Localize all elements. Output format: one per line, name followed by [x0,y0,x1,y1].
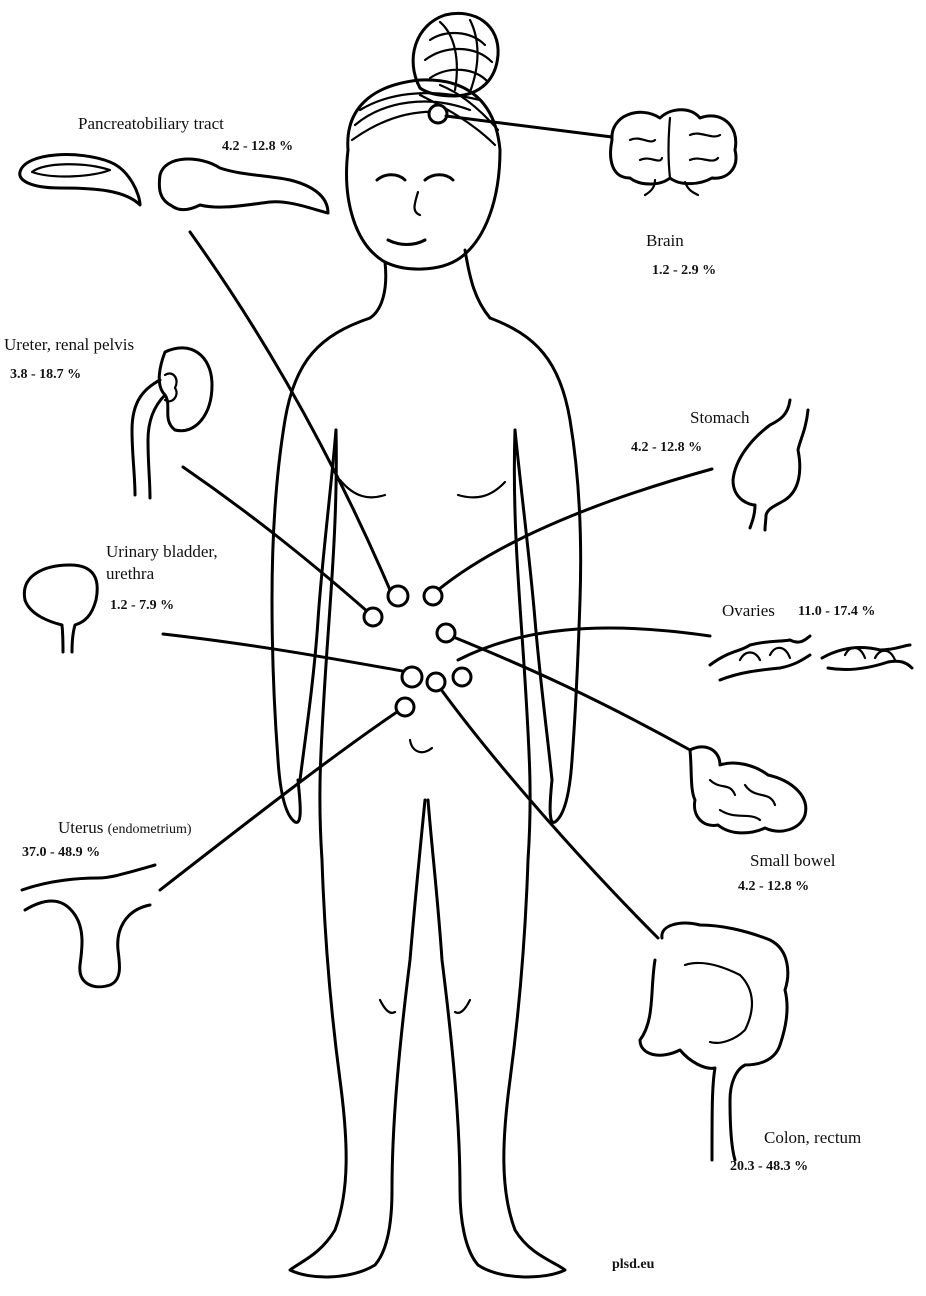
ureter-marker [364,608,382,626]
bladder-sketch [24,565,97,652]
colon-range: 20.3 - 48.3 % [730,1158,808,1176]
colon-sketch [640,923,788,1160]
leader-small-bowel [446,634,690,750]
colon-marker [427,673,445,691]
ovaries-marker [453,668,471,686]
uterus-label-suffix: (endometrium) [108,822,192,837]
leader-stomach [438,469,712,590]
uterus-marker [396,698,414,716]
kidney-sketch [132,348,212,498]
uterus-range: 37.0 - 48.9 % [22,844,100,862]
brain-label: Brain [646,231,684,251]
ovaries-label: Ovaries [722,601,775,621]
source-credit: plsd.eu [612,1256,654,1274]
uterus-label: Uterus (endometrium) [58,818,192,840]
brain-sketch [611,110,736,195]
ureter-label: Ureter, renal pelvis [4,335,134,355]
ovaries-sketch [710,636,912,680]
bladder-range: 1.2 - 7.9 % [110,597,174,615]
brain-range: 1.2 - 2.9 % [652,262,716,280]
organ-markers [364,586,471,716]
leader-pancreatobiliary [190,232,390,590]
colon-label: Colon, rectum [764,1128,861,1148]
stomach-marker [424,587,442,605]
brain-marker [429,105,447,123]
ovaries-range: 11.0 - 17.4 % [798,603,875,621]
leader-uterus [160,710,400,890]
uterus-label-name: Uterus [58,818,103,837]
bladder-marker [402,667,422,687]
bladder-label-line2: urethra [106,564,154,584]
small-bowel-label: Small bowel [750,851,835,871]
small-bowel-sketch [690,747,806,833]
bladder-label-line1: Urinary bladder, [106,542,218,562]
stomach-label: Stomach [690,408,750,428]
pancreatobiliary-marker [388,586,408,606]
leader-lines [160,116,712,938]
leader-bladder [163,634,408,672]
pancreatobiliary-range: 4.2 - 12.8 % [222,138,293,156]
human-figure [272,13,581,1277]
leader-brain [446,116,612,137]
stomach-range: 4.2 - 12.8 % [631,439,702,457]
ureter-range: 3.8 - 18.7 % [10,366,81,384]
pancreas-sketch [159,159,328,213]
gallbladder-sketch [20,155,140,205]
small-bowel-range: 4.2 - 12.8 % [738,878,809,896]
pancreatobiliary-label: Pancreatobiliary tract [78,114,224,134]
small-bowel-marker [437,624,455,642]
uterus-sketch [22,865,155,987]
